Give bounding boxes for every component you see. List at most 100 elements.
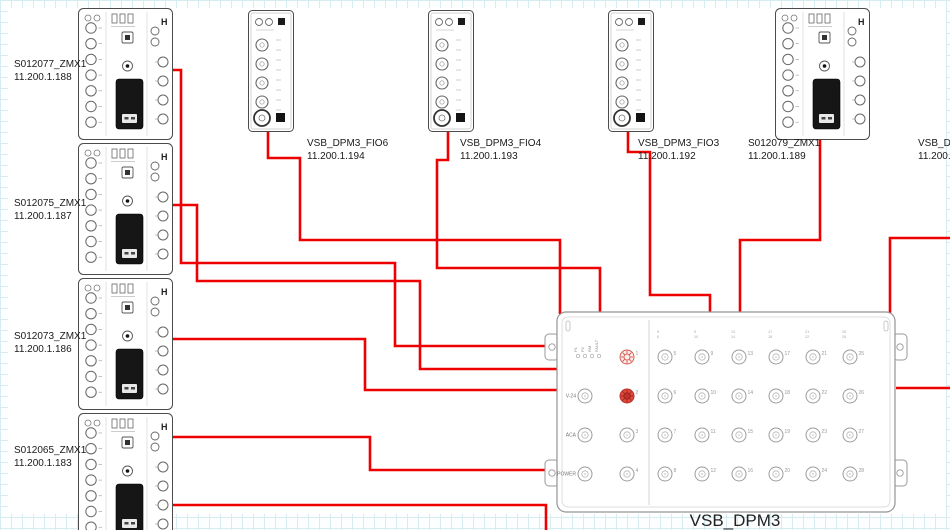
device-VSB_DPM3_FIO3[interactable] (608, 10, 654, 132)
connector[interactable] (255, 76, 269, 90)
connector[interactable] (85, 505, 97, 518)
connector[interactable] (85, 53, 97, 66)
connector[interactable] (85, 443, 97, 455)
connector[interactable] (85, 235, 97, 248)
connector[interactable] (157, 113, 169, 125)
port-13[interactable]: 13 (731, 349, 753, 365)
connector[interactable] (85, 204, 97, 216)
connector[interactable] (255, 38, 269, 52)
connector[interactable] (85, 116, 97, 128)
connector[interactable] (157, 229, 169, 241)
wire-S012065_ZMX1-to-VSB_DPM3[interactable] (172, 435, 558, 472)
device-S012073_ZMX1[interactable]: H (78, 278, 173, 410)
wire-S012075_ZMX1-to-VSB_DPM3[interactable] (172, 203, 558, 371)
connector[interactable] (85, 386, 97, 398)
port-20[interactable]: 20 (768, 466, 790, 482)
connector[interactable] (255, 95, 269, 109)
connector[interactable] (85, 38, 97, 50)
connector[interactable] (157, 499, 169, 511)
connector[interactable] (615, 57, 629, 71)
connector[interactable] (85, 355, 97, 367)
port-25[interactable]: 25 (842, 349, 864, 365)
connector[interactable] (85, 292, 97, 304)
connector[interactable] (85, 220, 97, 232)
device-VSB_DPM3_FIO6[interactable] (248, 10, 294, 132)
wire-S012073_ZMX1-to-VSB_DPM3[interactable] (172, 337, 558, 392)
connector[interactable] (782, 69, 794, 81)
connector[interactable] (157, 248, 169, 260)
wire-S012077_ZMX1-to-VSB_DPM3[interactable] (172, 68, 558, 348)
device-S012079_ZMX1[interactable]: H (775, 8, 870, 140)
connector[interactable] (85, 69, 97, 81)
connector[interactable] (85, 474, 97, 486)
connector[interactable] (615, 95, 629, 109)
port-28[interactable]: 28 (842, 466, 864, 482)
connector[interactable] (85, 157, 97, 169)
device-S012065_ZMX1[interactable]: H (78, 413, 173, 531)
connector[interactable] (782, 85, 794, 97)
connector[interactable] (435, 57, 449, 71)
port-10[interactable]: 10 (694, 388, 716, 404)
connector[interactable] (854, 75, 866, 87)
port-4[interactable]: 4 (619, 466, 639, 482)
device-S012075_ZMX1[interactable]: H (78, 143, 173, 275)
port-15[interactable]: 15 (731, 427, 753, 443)
port[interactable] (577, 466, 593, 482)
port[interactable] (577, 388, 593, 404)
port-11[interactable]: 11 (694, 427, 716, 443)
port-3[interactable]: 3 (619, 427, 639, 443)
connector[interactable] (85, 22, 97, 34)
connector[interactable] (85, 458, 97, 471)
connector[interactable] (157, 210, 169, 222)
connector[interactable] (85, 490, 97, 502)
connector[interactable] (85, 370, 97, 383)
connector[interactable] (157, 94, 169, 106)
connector[interactable] (782, 116, 794, 128)
connector[interactable] (782, 38, 794, 50)
connector[interactable] (85, 85, 97, 97)
connector[interactable] (85, 173, 97, 185)
connector[interactable] (85, 188, 97, 201)
port-14[interactable]: 14 (731, 388, 753, 404)
port-9[interactable]: 9 (694, 349, 714, 365)
connector[interactable] (157, 191, 169, 203)
connector[interactable] (85, 323, 97, 336)
device-VSB_DPM3_FIO4[interactable] (428, 10, 474, 132)
connector[interactable] (435, 38, 449, 52)
wire-VSB_DPM3_FIO6-to-VSB_DPM3[interactable] (266, 131, 562, 314)
port-12[interactable]: 12 (694, 466, 716, 482)
bus-connector[interactable] (613, 109, 631, 127)
port-21[interactable]: 21 (805, 349, 827, 365)
bus-connector[interactable] (253, 109, 271, 127)
connector[interactable] (854, 113, 866, 125)
connector[interactable] (85, 100, 97, 113)
connector[interactable] (854, 94, 866, 106)
connector[interactable] (615, 76, 629, 90)
connector[interactable] (85, 339, 97, 351)
port-8[interactable]: 8 (657, 466, 677, 482)
wire-VSB_DPM3_FIO4-to-VSB_DPM3[interactable] (435, 131, 602, 314)
wire-S012065_ZMX1-to-edge-bottom[interactable] (172, 503, 548, 530)
port-2[interactable]: 2 (619, 388, 639, 404)
port-22[interactable]: 22 (805, 388, 827, 404)
connector[interactable] (435, 76, 449, 90)
connector[interactable] (85, 251, 97, 263)
connector[interactable] (854, 56, 866, 68)
wire-edge-right-to-VSB_DPM3[interactable] (888, 236, 950, 314)
port[interactable] (577, 427, 593, 443)
connector[interactable] (85, 521, 97, 530)
connector[interactable] (157, 56, 169, 68)
port-26[interactable]: 26 (842, 388, 864, 404)
connector[interactable] (782, 22, 794, 34)
connector[interactable] (157, 518, 169, 530)
connector[interactable] (157, 75, 169, 87)
wire-S012079_ZMX1-to-VSB_DPM3[interactable] (738, 139, 822, 314)
connector[interactable] (782, 100, 794, 113)
connector[interactable] (157, 480, 169, 492)
connector[interactable] (157, 461, 169, 473)
bus-connector[interactable] (433, 109, 451, 127)
port-5[interactable]: 5 (657, 349, 677, 365)
device-S012077_ZMX1[interactable]: H (78, 8, 173, 140)
connector[interactable] (255, 57, 269, 71)
